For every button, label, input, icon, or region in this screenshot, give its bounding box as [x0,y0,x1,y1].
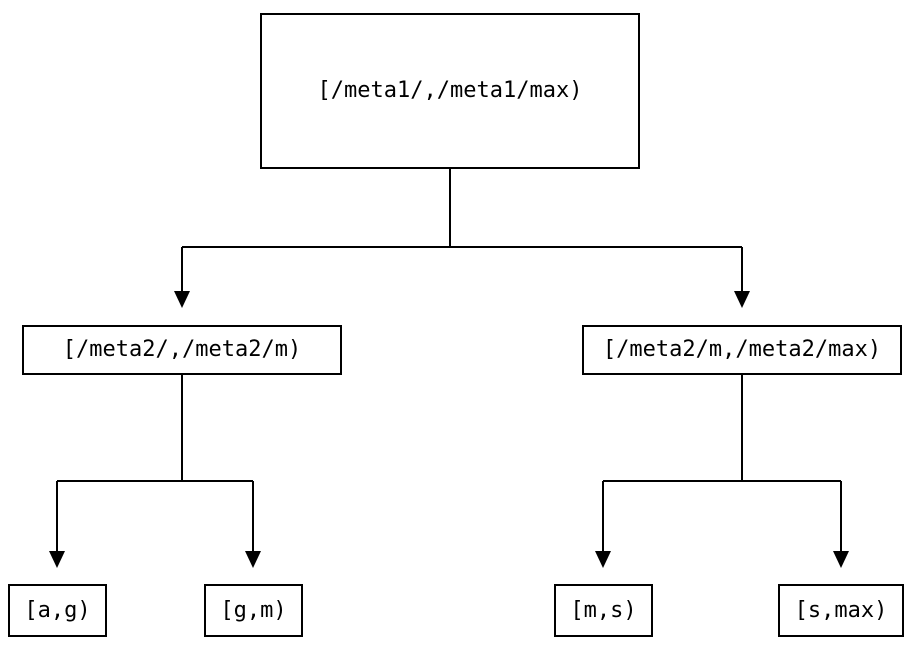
arrowhead-leaf-ag [49,551,65,568]
node-leaf-gm-label: [g,m) [220,597,287,623]
arrowhead-leaf-smax [833,551,849,568]
node-root-label: [/meta1/,/meta1/max) [317,78,583,103]
node-meta2-upper: [/meta2/m,/meta2/max) [582,325,902,375]
arrowhead-leaf-gm [245,551,261,568]
node-root: [/meta1/,/meta1/max) [260,13,640,169]
arrowhead-l2-right [734,291,750,308]
node-leaf-smax: [s,max) [778,584,904,637]
node-leaf-gm: [g,m) [204,584,303,637]
node-leaf-ms-label: [m,s) [570,597,637,623]
node-meta2-lower: [/meta2/,/meta2/m) [22,325,342,375]
node-leaf-ag-label: [a,g) [24,597,91,623]
node-meta2-upper-label: [/meta2/m,/meta2/max) [602,337,882,362]
node-leaf-smax-label: [s,max) [794,597,888,623]
arrowhead-l2-left [174,291,190,308]
node-meta2-lower-label: [/meta2/,/meta2/m) [62,337,302,362]
node-leaf-ag: [a,g) [8,584,107,637]
node-leaf-ms: [m,s) [554,584,653,637]
arrowhead-leaf-ms [595,551,611,568]
